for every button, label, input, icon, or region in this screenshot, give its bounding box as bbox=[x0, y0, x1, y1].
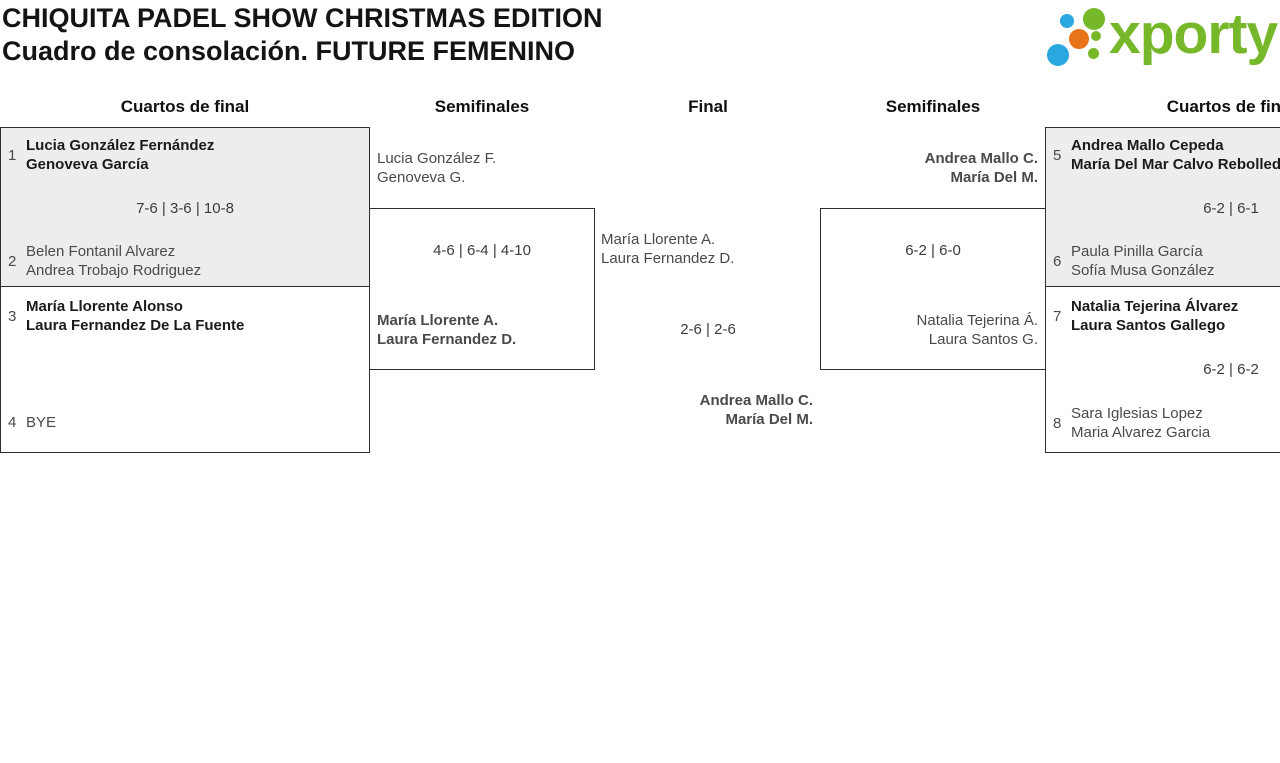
team-names: BYE bbox=[26, 414, 57, 431]
match-box-qf-right-top: 5 Andrea Mallo Cepeda María Del Mar Calv… bbox=[1045, 127, 1280, 287]
page-title: CHIQUITA PADEL SHOW CHRISTMAS EDITION Cu… bbox=[2, 2, 603, 68]
match-box-sf-right bbox=[820, 208, 1046, 370]
seed-number: 7 bbox=[1053, 307, 1062, 325]
team-names: Natalia Tejerina Á. Laura Santos G. bbox=[916, 312, 1038, 348]
logo-dot-green-small bbox=[1091, 31, 1101, 41]
team-row: 5 Andrea Mallo Cepeda María Del Mar Calv… bbox=[1053, 136, 1280, 174]
team-names: Belen Fontanil Alvarez Andrea Trobajo Ro… bbox=[26, 243, 202, 279]
seed-number: 1 bbox=[8, 146, 17, 164]
team-row: 6 Paula Pinilla García Sofía Musa Gonzál… bbox=[1053, 242, 1214, 280]
logo-wordmark: xporty bbox=[1109, 2, 1278, 66]
seed-number: 5 bbox=[1053, 146, 1062, 164]
team-names: Andrea Mallo Cepeda María Del Mar Calvo … bbox=[1071, 137, 1280, 173]
team-names: Sara Iglesias Lopez Maria Alvarez Garcia bbox=[1071, 405, 1211, 441]
seed-number: 4 bbox=[8, 414, 17, 431]
team-row: 7 Natalia Tejerina Álvarez Laura Santos … bbox=[1053, 297, 1238, 335]
xporty-logo[interactable]: xporty bbox=[1045, 5, 1280, 72]
match-score: 6-2 | 6-1 bbox=[1203, 200, 1259, 217]
match-score: 6-2 | 6-0 bbox=[905, 242, 961, 259]
round-label-qf-left: Cuartos de final bbox=[120, 97, 250, 116]
team-row: 8 Sara Iglesias Lopez Maria Alvarez Garc… bbox=[1053, 404, 1210, 442]
match-score: 7-6 | 3-6 | 10-8 bbox=[136, 200, 234, 217]
seed-number: 8 bbox=[1053, 414, 1062, 432]
match-score: 6-2 | 6-2 bbox=[1203, 361, 1259, 378]
match-box-qf-left-top: 1 Lucia González Fernández Genoveva Garc… bbox=[0, 127, 370, 287]
logo-dot-blue-small bbox=[1060, 14, 1074, 28]
match-box-qf-right-bottom: 7 Natalia Tejerina Álvarez Laura Santos … bbox=[1045, 287, 1280, 453]
round-label-sf-left: Semifinales bbox=[434, 97, 530, 116]
team-row: 4 BYE bbox=[8, 413, 56, 432]
round-label-qf-right: Cuartos de final bbox=[1166, 97, 1280, 116]
match-box-sf-left bbox=[369, 208, 595, 370]
team-names: Andrea Mallo C. María Del M. bbox=[924, 150, 1038, 186]
logo-dot-green-tiny bbox=[1088, 48, 1099, 59]
tournament-name: CHIQUITA PADEL SHOW CHRISTMAS EDITION bbox=[2, 3, 603, 33]
team-row: 3 María Llorente Alonso Laura Fernandez … bbox=[8, 297, 244, 335]
seed-number: 2 bbox=[8, 252, 17, 270]
logo-dot-green-large bbox=[1083, 8, 1105, 30]
bracket-subtitle: Cuadro de consolación. FUTURE FEMENINO bbox=[2, 36, 576, 66]
team-names: Lucia González Fernández Genoveva García bbox=[26, 137, 215, 173]
team-names: Natalia Tejerina Álvarez Laura Santos Ga… bbox=[1071, 298, 1239, 334]
round-label-sf-right: Semifinales bbox=[885, 97, 981, 116]
logo-dot-blue-large bbox=[1047, 44, 1069, 66]
team-names: Andrea Mallo C. María Del M. bbox=[699, 392, 813, 428]
match-box-qf-left-bottom: 3 María Llorente Alonso Laura Fernandez … bbox=[0, 287, 370, 453]
team-names: María Llorente A. Laura Fernandez D. bbox=[377, 312, 517, 348]
match-score: 2-6 | 2-6 bbox=[680, 321, 736, 338]
team-names: María Llorente A. Laura Fernandez D. bbox=[601, 231, 735, 267]
team-names: Lucia González F. Genoveva G. bbox=[377, 150, 497, 186]
seed-number: 3 bbox=[8, 307, 17, 325]
team-row: 2 Belen Fontanil Alvarez Andrea Trobajo … bbox=[8, 242, 201, 280]
seed-number: 6 bbox=[1053, 252, 1062, 270]
logo-dot-orange bbox=[1069, 29, 1089, 49]
round-label-final: Final bbox=[688, 97, 728, 116]
match-score: 4-6 | 6-4 | 4-10 bbox=[433, 242, 531, 259]
team-row: 1 Lucia González Fernández Genoveva Garc… bbox=[8, 136, 214, 174]
team-names: María Llorente Alonso Laura Fernandez De… bbox=[26, 298, 245, 334]
team-names: Paula Pinilla García Sofía Musa González bbox=[1071, 243, 1215, 279]
